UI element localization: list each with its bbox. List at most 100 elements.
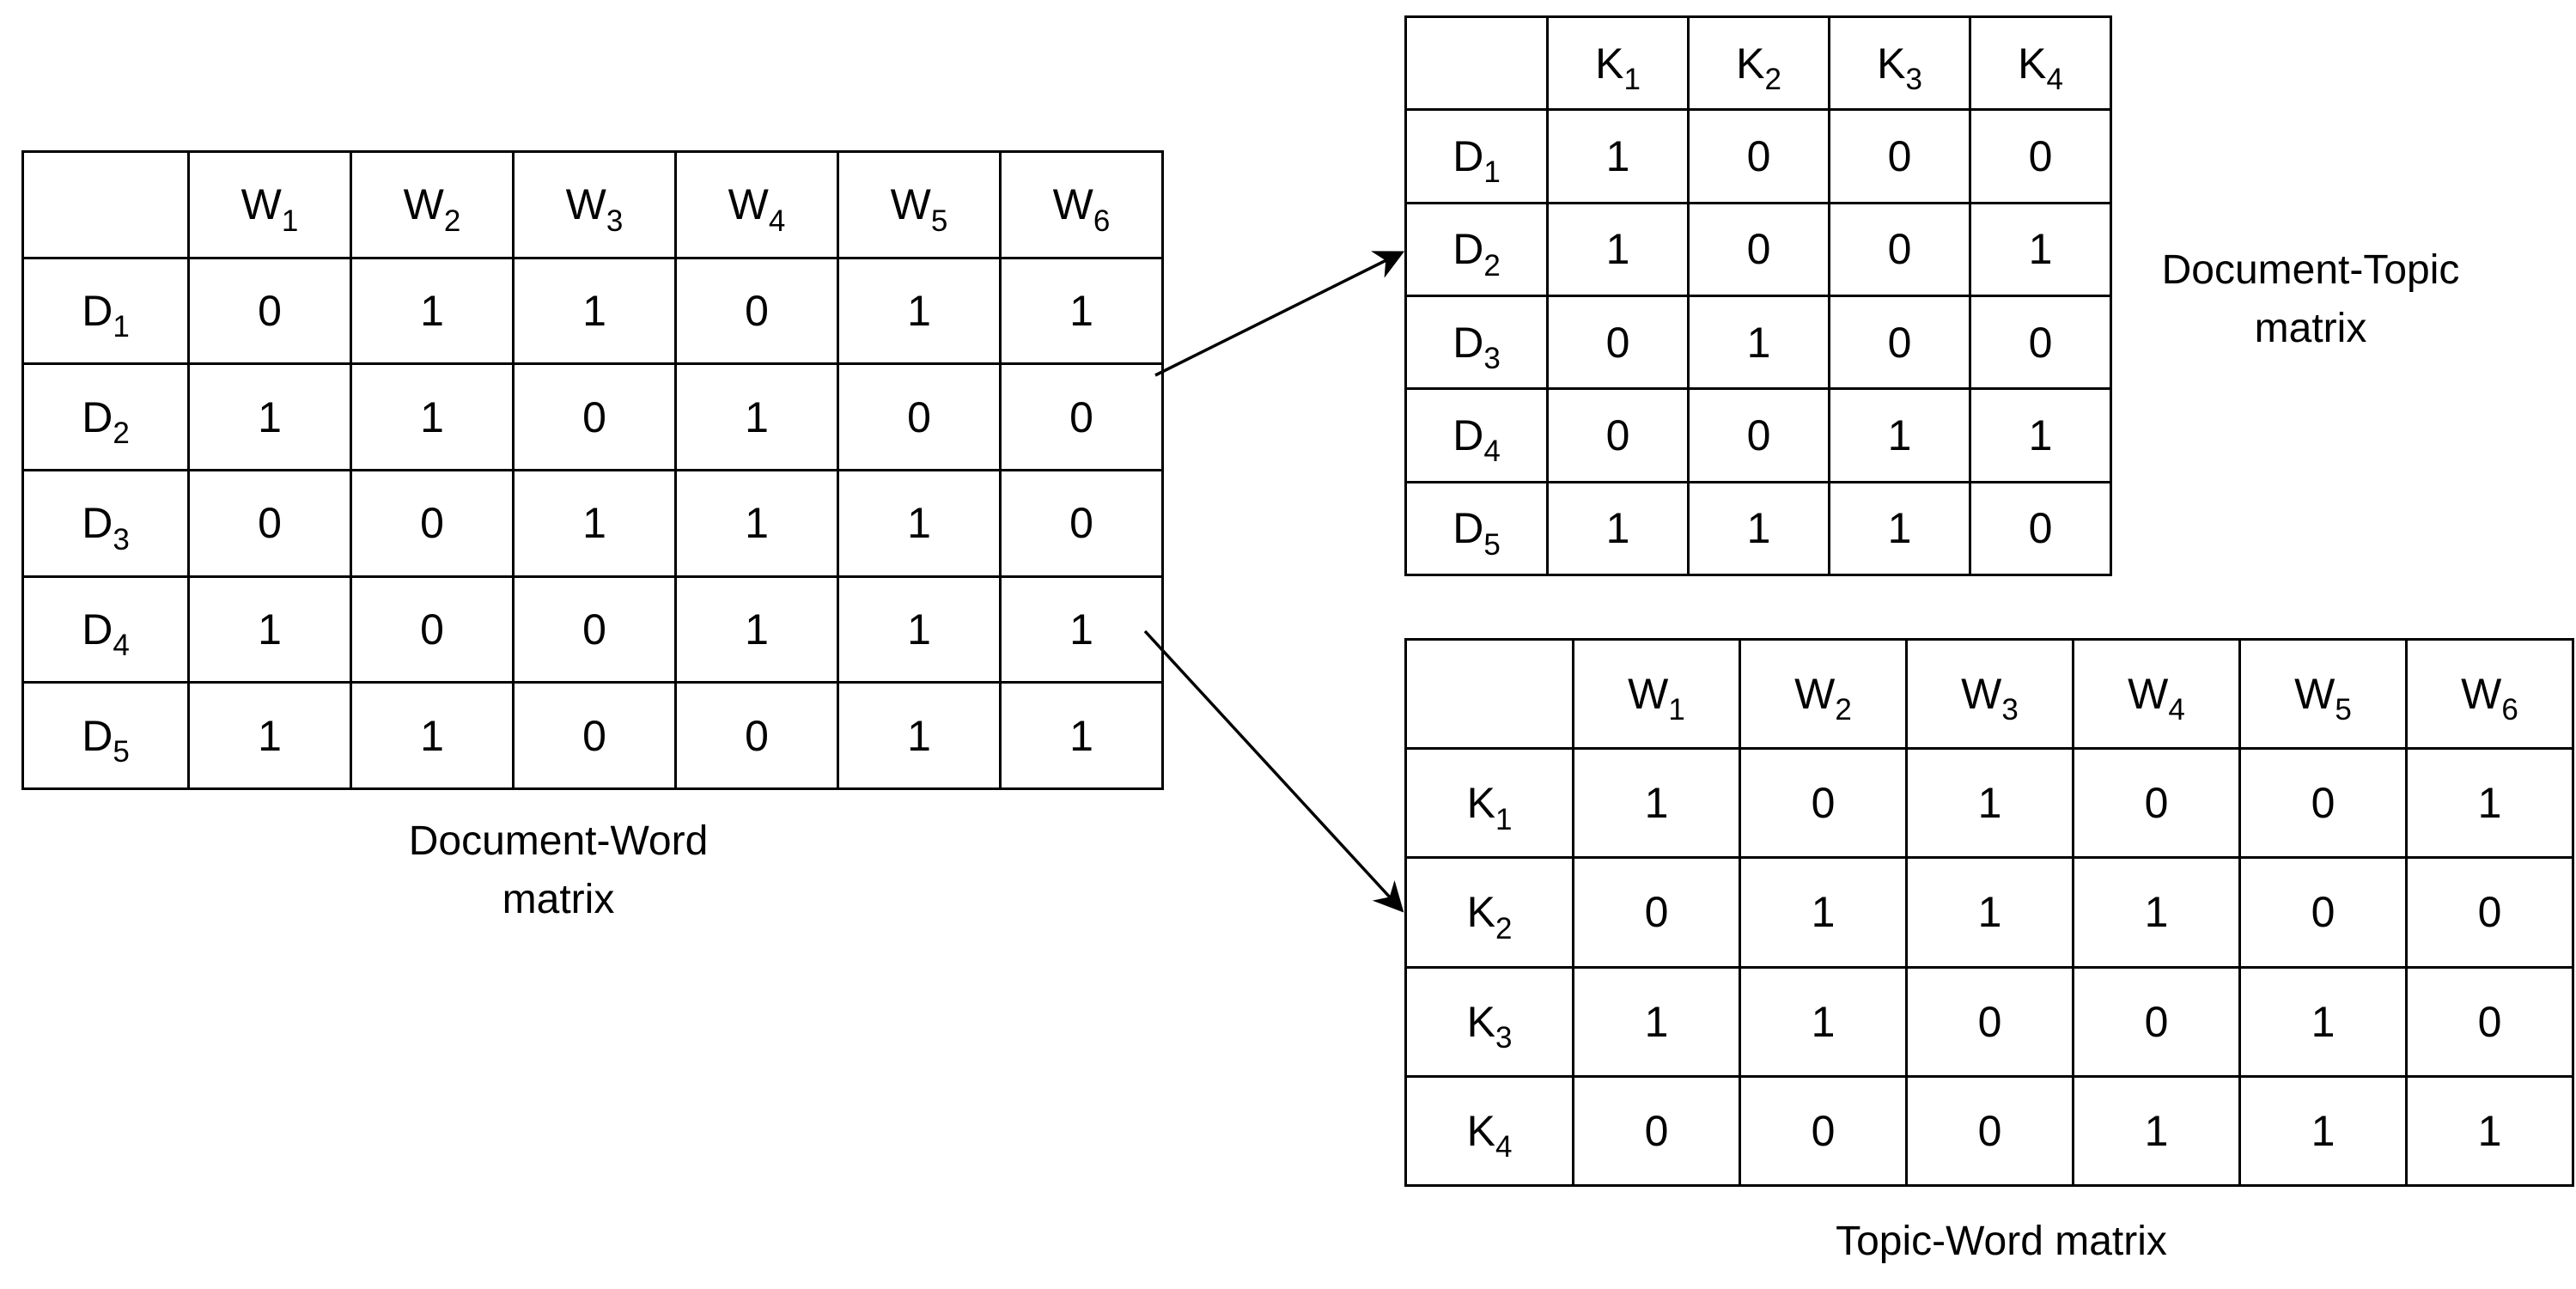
- row-header: D1: [21, 256, 190, 366]
- matrix-cell: 1: [999, 256, 1164, 366]
- matrix-cell: 0: [512, 575, 677, 684]
- label-subscript: 5: [1483, 527, 1501, 562]
- label-subscript: 3: [1905, 62, 1922, 96]
- matrix-cell: 0: [350, 468, 515, 578]
- matrix-cell: 1: [1828, 387, 1971, 483]
- matrix-cell: 0: [2238, 856, 2408, 969]
- matrix-cell: 1: [2405, 1074, 2574, 1188]
- label-subscript: 2: [443, 204, 461, 238]
- column-header: W2: [1739, 637, 1908, 751]
- matrix-cell: 1: [837, 256, 1002, 366]
- matrix-cell: 1: [1828, 480, 1971, 577]
- matrix-cell: 0: [1739, 747, 1908, 860]
- row-header: D2: [1404, 201, 1549, 297]
- document-topic-caption: Document-Topic matrix: [2122, 241, 2500, 358]
- label-subscript: 5: [930, 204, 948, 238]
- matrix-cell: 1: [1969, 387, 2112, 483]
- matrix-cell: 1: [1546, 480, 1690, 577]
- label-base: K: [1736, 39, 1765, 88]
- label-subscript: 2: [113, 416, 130, 450]
- matrix-cell: 1: [999, 575, 1164, 684]
- label-subscript: 1: [113, 310, 130, 344]
- matrix-cell: 1: [674, 362, 839, 471]
- matrix-cell: 1: [1572, 747, 1741, 860]
- label-base: W: [2461, 670, 2502, 719]
- label-subscript: 2: [1495, 911, 1513, 945]
- matrix-cell: 1: [350, 256, 515, 366]
- label-subscript: 4: [768, 204, 786, 238]
- matrix-cell: 1: [512, 468, 677, 578]
- label-base: W: [1794, 670, 1836, 719]
- label-subscript: 2: [1835, 693, 1852, 727]
- label-base: W: [2294, 670, 2335, 719]
- row-header: D3: [21, 468, 190, 578]
- column-header: K2: [1687, 15, 1830, 112]
- column-header: W1: [1572, 637, 1741, 751]
- matrix-cell: 1: [2072, 856, 2241, 969]
- row-header: K1: [1404, 747, 1574, 860]
- matrix-cell: 0: [512, 362, 677, 471]
- matrix-cell: 1: [187, 362, 352, 471]
- label-base: W: [565, 180, 606, 229]
- row-header: K4: [1404, 1074, 1574, 1188]
- matrix-cell: 1: [1546, 108, 1690, 204]
- row-header: D2: [21, 362, 190, 471]
- corner-cell: [21, 150, 190, 259]
- matrix-cell: 0: [2405, 965, 2574, 1078]
- label-base: W: [1961, 670, 2002, 719]
- matrix-cell: 1: [2072, 1074, 2241, 1188]
- label-base: K: [1466, 997, 1495, 1046]
- matrix-cell: 1: [187, 681, 352, 790]
- label-subscript: 3: [606, 204, 624, 238]
- matrix-cell: 1: [674, 468, 839, 578]
- matrix-cell: 0: [1687, 201, 1830, 297]
- label-base: D: [1452, 318, 1484, 367]
- label-subscript: 2: [1483, 248, 1501, 283]
- matrix-cell: 0: [1739, 1074, 1908, 1188]
- label-base: D: [1452, 410, 1484, 459]
- label-subscript: 4: [113, 629, 130, 663]
- matrix-cell: 0: [350, 575, 515, 684]
- label-base: W: [2128, 670, 2169, 719]
- matrix-cell: 1: [1687, 294, 1830, 391]
- caption-line: Document-Topic: [2161, 247, 2460, 293]
- matrix-cell: 0: [1572, 1074, 1741, 1188]
- label-subscript: 1: [1668, 693, 1685, 727]
- row-header: D4: [1404, 387, 1549, 483]
- label-subscript: 3: [2001, 693, 2019, 727]
- label-base: D: [82, 605, 113, 654]
- matrix-cell: 1: [512, 256, 677, 366]
- matrix-cell: 0: [1828, 294, 1971, 391]
- caption-line: matrix: [2254, 306, 2367, 351]
- caption-line: matrix: [502, 877, 615, 922]
- matrix-cell: 0: [1905, 965, 2074, 1078]
- matrix-cell: 0: [512, 681, 677, 790]
- row-header: D5: [1404, 480, 1549, 577]
- matrix-cell: 1: [837, 468, 1002, 578]
- matrix-cell: 0: [1687, 108, 1830, 204]
- label-base: D: [82, 711, 113, 760]
- label-base: W: [1052, 180, 1093, 229]
- matrix-cell: 0: [837, 362, 1002, 471]
- document-word-caption: Document-Word matrix: [335, 812, 782, 929]
- matrix-cell: 0: [1687, 387, 1830, 483]
- label-subscript: 6: [2501, 693, 2518, 727]
- row-header: K2: [1404, 856, 1574, 969]
- matrix-cell: 0: [2238, 747, 2408, 860]
- matrix-cell: 1: [2405, 747, 2574, 860]
- matrix-cell: 0: [1969, 108, 2112, 204]
- column-header: W4: [674, 150, 839, 259]
- row-header: K3: [1404, 965, 1574, 1078]
- matrix-cell: 1: [1739, 965, 1908, 1078]
- label-subscript: 2: [1764, 62, 1781, 96]
- matrix-cell: 0: [999, 362, 1164, 471]
- topic-word-caption: Topic-Word matrix: [1769, 1213, 2233, 1271]
